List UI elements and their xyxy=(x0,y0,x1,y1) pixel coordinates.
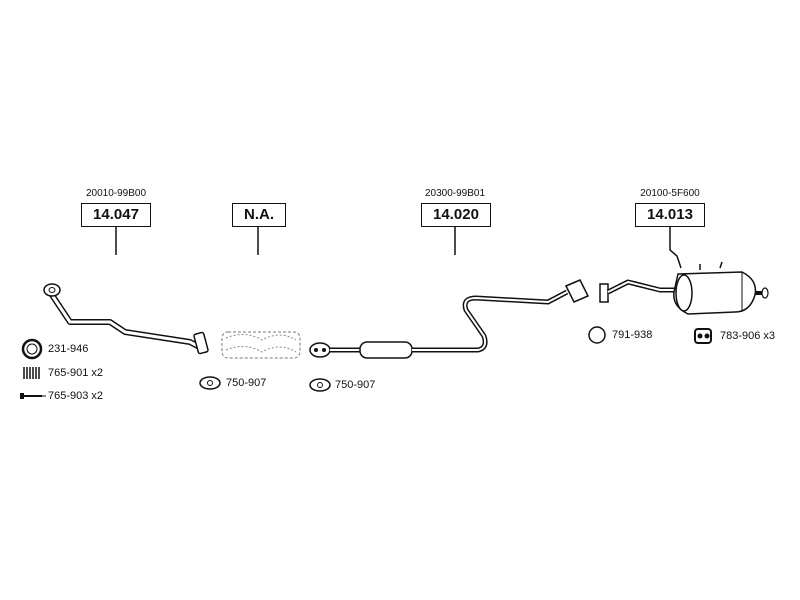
oe-number: 20100-5F600 xyxy=(640,188,700,199)
rubber-mount-icon xyxy=(694,328,712,344)
middle-pipe xyxy=(309,279,590,359)
flange-gasket-icon xyxy=(199,376,221,390)
flange-gasket-icon xyxy=(309,378,331,392)
leader-line xyxy=(669,227,682,269)
bolt-icon xyxy=(20,393,46,399)
front-pipe xyxy=(43,283,209,355)
part-label: 231-946 xyxy=(48,343,89,355)
oe-number: 20010-99B00 xyxy=(85,188,147,199)
part-label: 765-903 x2 xyxy=(48,390,104,402)
part-label: 783-906 x3 xyxy=(720,330,776,342)
spring-icon xyxy=(23,367,40,379)
oe-number: 20300-99B01 xyxy=(424,188,486,199)
rear-silencer xyxy=(599,261,769,315)
part-ref-box[interactable]: 14.013 xyxy=(635,203,705,227)
part-ref-box[interactable]: 14.020 xyxy=(421,203,491,227)
part-label: 791-938 xyxy=(612,329,653,341)
gasket-ring-icon xyxy=(21,338,43,360)
part-label: 750-907 xyxy=(226,377,267,389)
part-ref-box[interactable]: N.A. xyxy=(232,203,286,227)
part-label: 750-907 xyxy=(335,379,376,391)
catalyst-section xyxy=(221,331,301,359)
ring-icon xyxy=(588,326,606,344)
part-ref-box[interactable]: 14.047 xyxy=(81,203,151,227)
part-label: 765-901 x2 xyxy=(48,367,104,379)
